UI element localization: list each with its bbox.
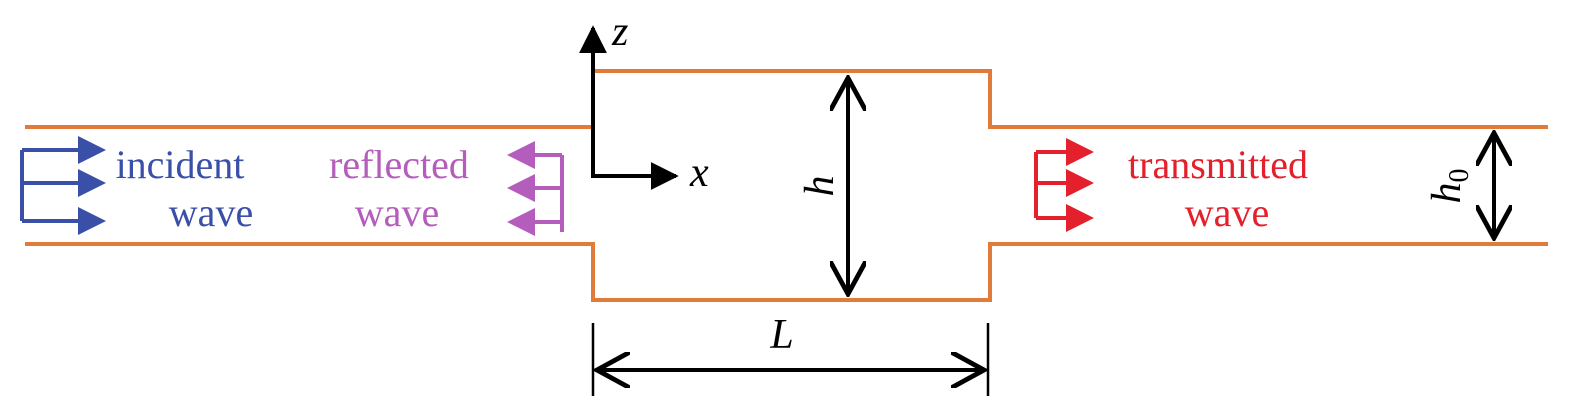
transmitted-arrowheads [1066, 138, 1094, 232]
h0-label-subscript: 0 [1444, 169, 1475, 183]
incident-arrowheads [78, 136, 106, 235]
reflected-arrowheads [507, 141, 535, 236]
x-axis-label: x [689, 150, 709, 196]
coordinate-axes [579, 25, 679, 190]
incident-label-line1: incident [116, 142, 245, 187]
reflected-label-line2: wave [355, 190, 439, 235]
h0-label-base: h [1424, 183, 1470, 204]
l-dimension-extension-lines [591, 323, 990, 396]
channel-walls [25, 69, 1548, 302]
incident-wave-arrows [20, 148, 80, 223]
transmitted-label-line1: transmitted [1128, 142, 1308, 187]
z-axis-label: z [611, 9, 628, 55]
svg-text:h0: h0 [1424, 169, 1475, 204]
transmitted-label-line2: wave [1185, 190, 1269, 235]
channel-top-wall [25, 69, 1548, 129]
channel-bottom-wall [25, 242, 1548, 302]
reflected-wave-arrows [533, 153, 564, 232]
reflected-label-line1: reflected [329, 142, 469, 187]
transmitted-wave-arrows [1034, 150, 1068, 220]
incident-label-line2: wave [169, 190, 253, 235]
l-dimension-label: L [769, 312, 793, 358]
h-dimension-label: h [797, 176, 843, 197]
h0-dimension-label: h0 [1424, 169, 1475, 204]
